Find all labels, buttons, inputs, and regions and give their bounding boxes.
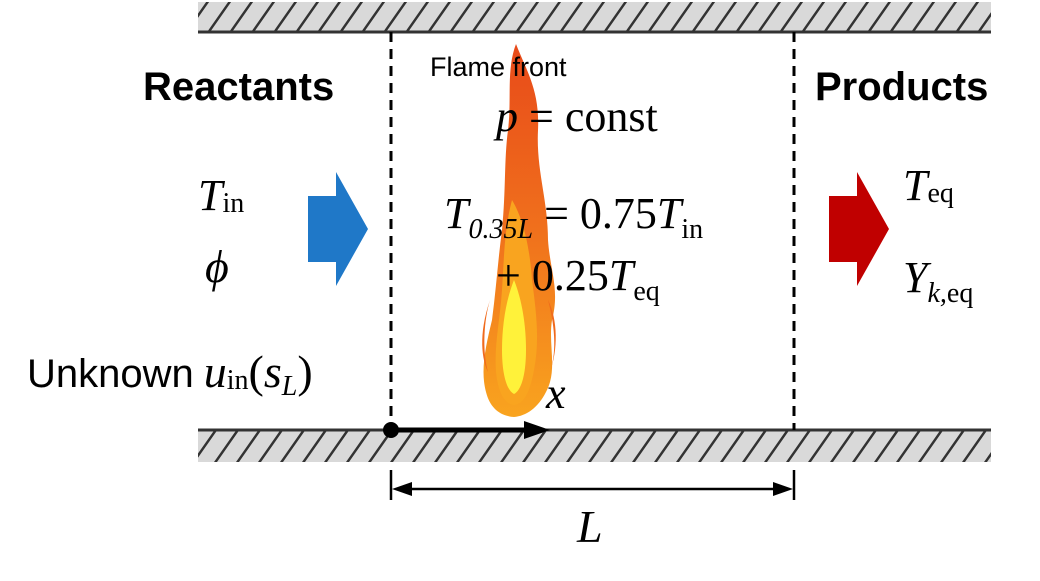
products-label: Products — [815, 65, 988, 109]
x-axis-arrow — [383, 421, 550, 439]
outlet-species-label: Yk,eq — [903, 253, 973, 309]
outlet-arrow-icon — [829, 172, 889, 286]
inlet-arrow-icon — [308, 172, 368, 286]
bottom-wall — [198, 428, 991, 462]
equivalence-ratio-label: ϕ — [205, 241, 229, 292]
flame-front-label: Flame front — [430, 52, 567, 82]
length-dimension-arrow — [389, 470, 796, 500]
temperature-equation-line1: T0.35L = 0.75Tin — [444, 189, 703, 245]
reactants-label: Reactants — [143, 65, 334, 109]
x-axis-label: x — [545, 369, 566, 418]
outlet-temperature-label: Teq — [903, 161, 954, 210]
top-wall — [198, 2, 991, 34]
length-label: L — [576, 501, 603, 552]
pressure-equation: p = const — [493, 92, 658, 141]
temperature-equation-line2: + 0.25Teq — [496, 251, 660, 307]
inlet-temperature-label: Tin — [198, 171, 244, 220]
flame-icon — [482, 44, 556, 417]
